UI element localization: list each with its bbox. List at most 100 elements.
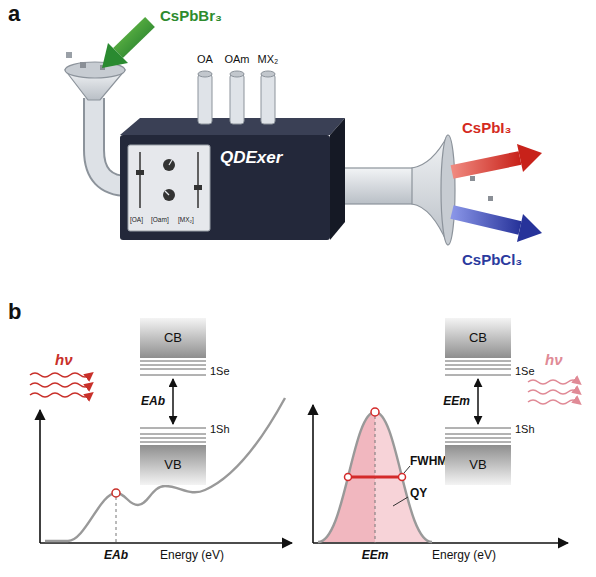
photon-wave	[30, 383, 90, 387]
energy-level	[140, 375, 206, 376]
energy-gap-arrow	[172, 379, 174, 424]
band-name: VB	[469, 458, 486, 472]
axis-tick-label: EEm	[362, 549, 389, 562]
photon-wave	[528, 400, 578, 404]
knob-label: [Oam]	[151, 216, 169, 223]
fwhm-marker	[399, 474, 406, 481]
level-label: 1Se	[515, 365, 535, 377]
energy-level	[140, 428, 206, 429]
axis-title: Energy (eV)	[432, 549, 496, 562]
output-label: CsPbCl₃	[462, 252, 522, 269]
band-node: VB1Sh	[140, 425, 206, 485]
energy-level	[445, 442, 511, 443]
level-label: 1Sh	[515, 423, 535, 435]
outlet-pipe	[340, 168, 416, 204]
band-node: CB1Se	[445, 318, 511, 378]
peak-marker	[112, 489, 120, 497]
energy-level	[445, 434, 511, 435]
photon-wave	[30, 393, 90, 397]
vial	[261, 74, 275, 124]
slider-knob	[136, 170, 144, 175]
inlet-arrow-shaft	[118, 22, 150, 53]
leader-line	[404, 466, 410, 473]
nanocube	[80, 62, 86, 68]
vial-mouth	[261, 71, 275, 77]
band-name: CB	[469, 331, 487, 345]
nanocube	[66, 52, 72, 58]
photon-label: hν	[545, 352, 563, 369]
photon-wave	[30, 373, 90, 377]
peak-dash	[116, 497, 117, 543]
outlet-arrow-shaft	[452, 158, 520, 172]
band-node: VB1Sh	[445, 425, 511, 485]
leader-line	[393, 497, 408, 506]
machine-side	[330, 118, 345, 240]
dial-mark	[165, 191, 169, 195]
band-name: CB	[164, 331, 182, 345]
trumpet-mouth	[441, 135, 455, 245]
knob-label: [MX₂]	[178, 216, 194, 223]
nanocube	[470, 176, 475, 181]
level-label: 1Se	[210, 365, 230, 377]
slider-knob	[194, 185, 202, 190]
band-box: CB	[445, 318, 511, 358]
photon-wave	[528, 390, 578, 394]
band-box: VB	[445, 445, 511, 485]
machine-box: QDExer [OA] [Oam] [MX₂]	[120, 135, 330, 240]
x-axis	[313, 542, 568, 544]
energy-levels	[445, 358, 511, 378]
panel-letter: a	[8, 2, 20, 26]
panel-letter: b	[8, 300, 21, 324]
fwhm-bar	[348, 476, 402, 479]
slider-track	[139, 152, 141, 208]
energy-level	[445, 438, 511, 439]
outlet-arrow-shaft	[452, 212, 520, 228]
axis-title: Energy (eV)	[160, 549, 224, 562]
vial-mouth	[230, 71, 244, 77]
inlet-arrow-head	[102, 43, 128, 68]
energy-level	[445, 369, 511, 370]
band-box: VB	[140, 445, 206, 485]
device-name: QDExer	[220, 149, 282, 168]
y-axis	[312, 405, 314, 543]
input-label: CsPbBr₃	[160, 8, 222, 25]
emission-fill	[318, 412, 432, 542]
slider-track	[197, 152, 199, 208]
energy-level	[140, 361, 206, 362]
energy-level	[445, 428, 511, 429]
output-label: CsPbI₃	[462, 120, 511, 137]
nanocube	[488, 196, 493, 201]
outlet-arrow-head	[517, 144, 542, 172]
photon-wave	[528, 380, 578, 384]
energy-level	[445, 361, 511, 362]
knob-label: [OA]	[130, 216, 143, 223]
energy-level	[445, 375, 511, 376]
energy-level	[140, 442, 206, 443]
callout-label: FWHM	[410, 455, 447, 468]
axis-tick-label: EAb	[104, 549, 128, 562]
band-box: CB	[140, 318, 206, 358]
callout-label: QY	[410, 487, 427, 500]
vial-label: OA	[197, 53, 213, 65]
y-axis	[39, 410, 41, 543]
control-panel	[128, 145, 210, 231]
energy-levels	[140, 358, 206, 378]
energy-levels	[445, 425, 511, 445]
edge-label: EEm	[441, 395, 472, 408]
energy-level	[140, 438, 206, 439]
peak-marker	[371, 408, 379, 416]
fwhm-marker	[345, 474, 352, 481]
dial	[163, 159, 175, 171]
energy-levels	[140, 425, 206, 445]
peak-dash	[375, 416, 376, 543]
energy-level	[445, 365, 511, 366]
machine-front	[120, 135, 330, 240]
outlet-arrow-head	[517, 214, 542, 242]
photon-label: hν	[55, 352, 73, 369]
vial	[198, 74, 212, 124]
x-axis	[40, 542, 292, 544]
dial	[163, 189, 175, 201]
energy-level	[140, 434, 206, 435]
